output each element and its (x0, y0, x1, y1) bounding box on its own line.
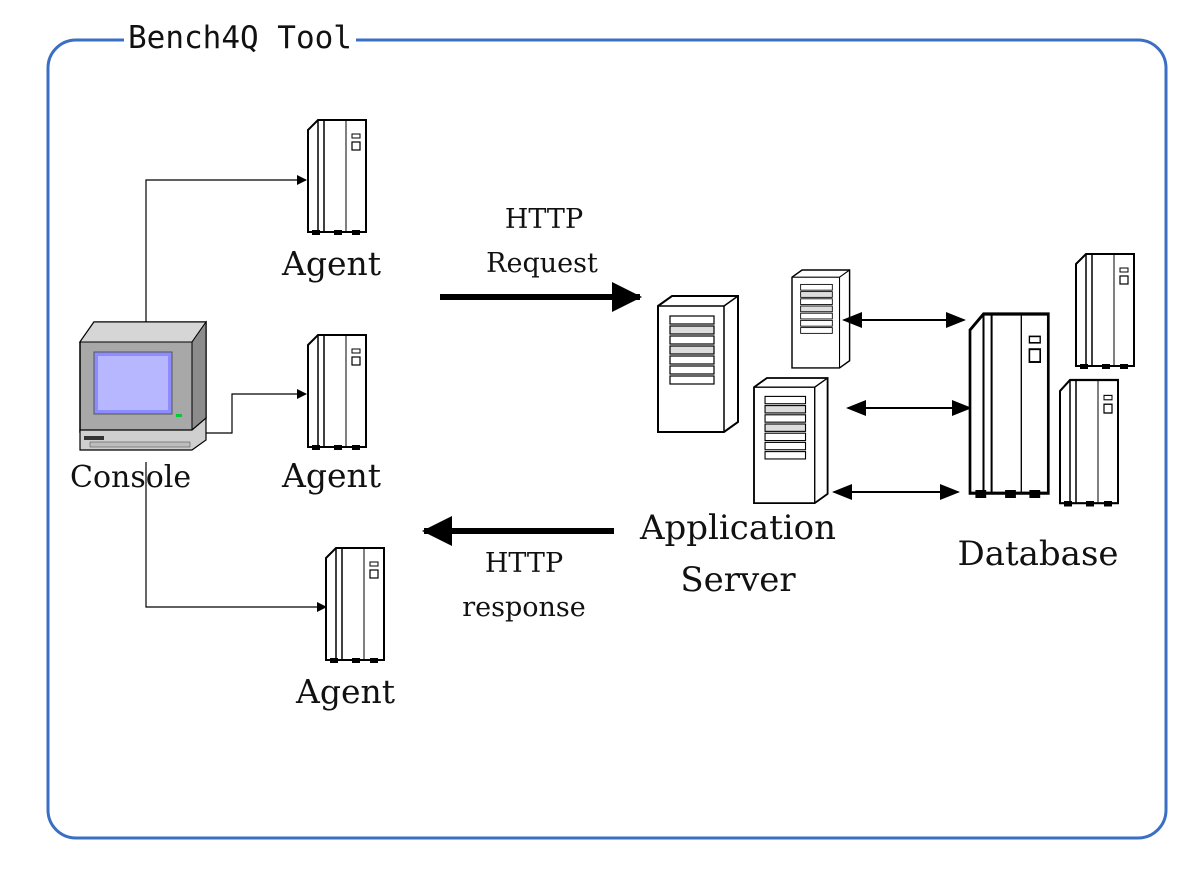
agent-2-label: Agent (282, 456, 381, 495)
app-server-label-line2: Server (680, 560, 796, 600)
tool-frame (46, 38, 1168, 840)
frame-title: Bench4Q Tool (124, 20, 356, 56)
agent-1-label: Agent (282, 244, 381, 283)
agent-3-server-icon (325, 547, 385, 664)
database-label: Database (957, 534, 1119, 574)
agent-2-server-icon (307, 334, 367, 451)
app-server-rack-icon-3 (753, 377, 829, 505)
app-database-links (832, 312, 972, 500)
database-server-icon-3 (1058, 378, 1120, 508)
agent-3-label: Agent (296, 672, 395, 711)
console-label: Console (70, 460, 192, 495)
desktop-computer-icon (79, 320, 207, 451)
app-server-label-line1: Application (639, 508, 837, 548)
http-request-label-line2: Request (486, 248, 598, 279)
agent-1-server-icon (307, 119, 367, 236)
http-response-label-line2: response (462, 592, 586, 623)
http-request-label-line1: HTTP (504, 204, 584, 235)
app-server-rack-icon-1 (657, 295, 739, 433)
console-agent-connectors (145, 175, 327, 612)
app-server-rack-icon-2 (791, 269, 851, 369)
database-server-icon-2 (1075, 253, 1135, 370)
database-server-icon-main (968, 312, 1050, 500)
http-response-label-line1: HTTP (484, 548, 564, 579)
